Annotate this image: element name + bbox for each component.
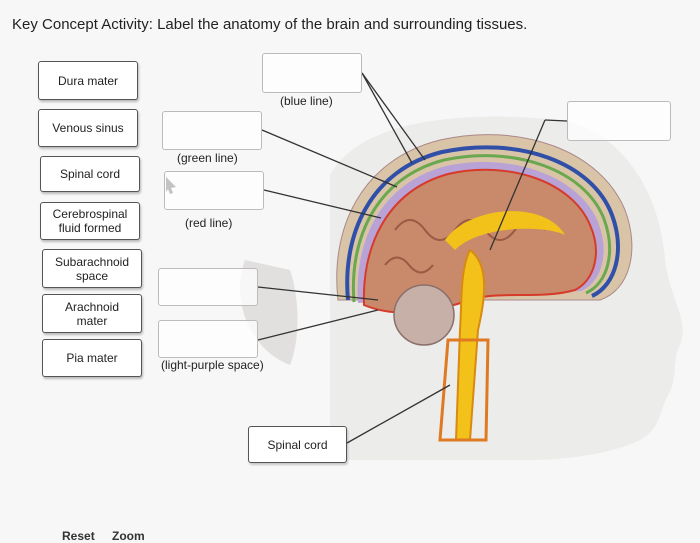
label-venous-sinus[interactable]: Venous sinus (38, 109, 138, 147)
leader-line (257, 309, 379, 341)
label-csf-formed[interactable]: Cerebrospinal fluid formed (40, 202, 140, 240)
gyri-pattern-2 (384, 256, 434, 274)
label-spinal-cord[interactable]: Spinal cord (40, 156, 140, 192)
leader-line (257, 286, 379, 301)
hint-red-line: (red line) (185, 216, 233, 230)
ventricle (445, 211, 565, 250)
drop-target-middle[interactable] (158, 268, 258, 306)
hint-light-purple-space: (light-purple space) (161, 358, 264, 372)
drop-target-red-line[interactable] (164, 171, 264, 210)
activity-title: Key Concept Activity: Label the anatomy … (12, 16, 528, 33)
leader-line (261, 129, 398, 188)
label-dura-mater[interactable]: Dura mater (38, 61, 138, 100)
zoom-button[interactable]: Zoom (112, 529, 145, 543)
placed-label-spinal-cord[interactable]: Spinal cord (248, 426, 347, 463)
drop-target-blue-line[interactable] (262, 53, 362, 93)
dura-line (345, 145, 620, 301)
drop-target-light-purple[interactable] (158, 320, 258, 358)
hint-green-line: (green line) (177, 151, 238, 165)
leader-line (361, 72, 413, 164)
leader-line (544, 119, 568, 122)
leader-line (361, 72, 426, 161)
label-pia-mater[interactable]: Pia mater (42, 339, 142, 377)
drop-target-top-right[interactable] (567, 101, 671, 141)
leader-line (263, 189, 382, 219)
cerebellum (393, 284, 455, 346)
cord-sheath (438, 338, 490, 442)
reset-button[interactable]: Reset (62, 529, 95, 543)
hint-blue-line: (blue line) (280, 94, 333, 108)
leader-line (346, 384, 451, 444)
drop-target-green-line[interactable] (162, 111, 262, 150)
label-subarachnoid-space[interactable]: Subarachnoid space (42, 249, 142, 288)
arachnoid-line (351, 154, 612, 303)
label-arachnoid-mater[interactable]: Arachnoid mater (42, 294, 142, 333)
leader-line (489, 119, 546, 251)
